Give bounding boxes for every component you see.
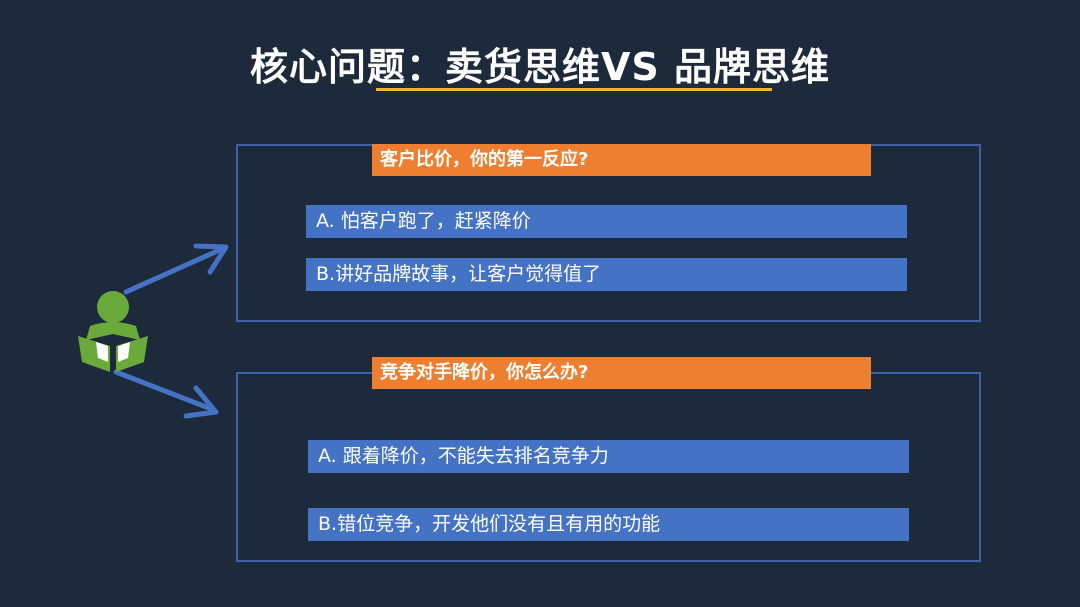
question-1-option-b: B.讲好品牌故事，让客户觉得值了	[306, 258, 907, 291]
title-underline	[376, 88, 772, 91]
question-2-option-a: A. 跟着降价，不能失去排名竞争力	[308, 440, 909, 473]
question-1-label: 客户比价，你的第一反应?	[372, 144, 871, 176]
question-2-label: 竞争对手降价，你怎么办?	[372, 357, 871, 389]
arrow-down-right-icon	[113, 369, 219, 419]
reader-person-icon	[78, 291, 148, 372]
arrow-up-right-icon	[123, 243, 229, 295]
question-1-option-a: A. 怕客户跑了，赶紧降价	[306, 205, 907, 238]
question-2-option-b: B.错位竞争，开发他们没有且有用的功能	[308, 508, 909, 541]
slide-title: 核心问题：卖货思维VS 品牌思维	[249, 45, 830, 89]
